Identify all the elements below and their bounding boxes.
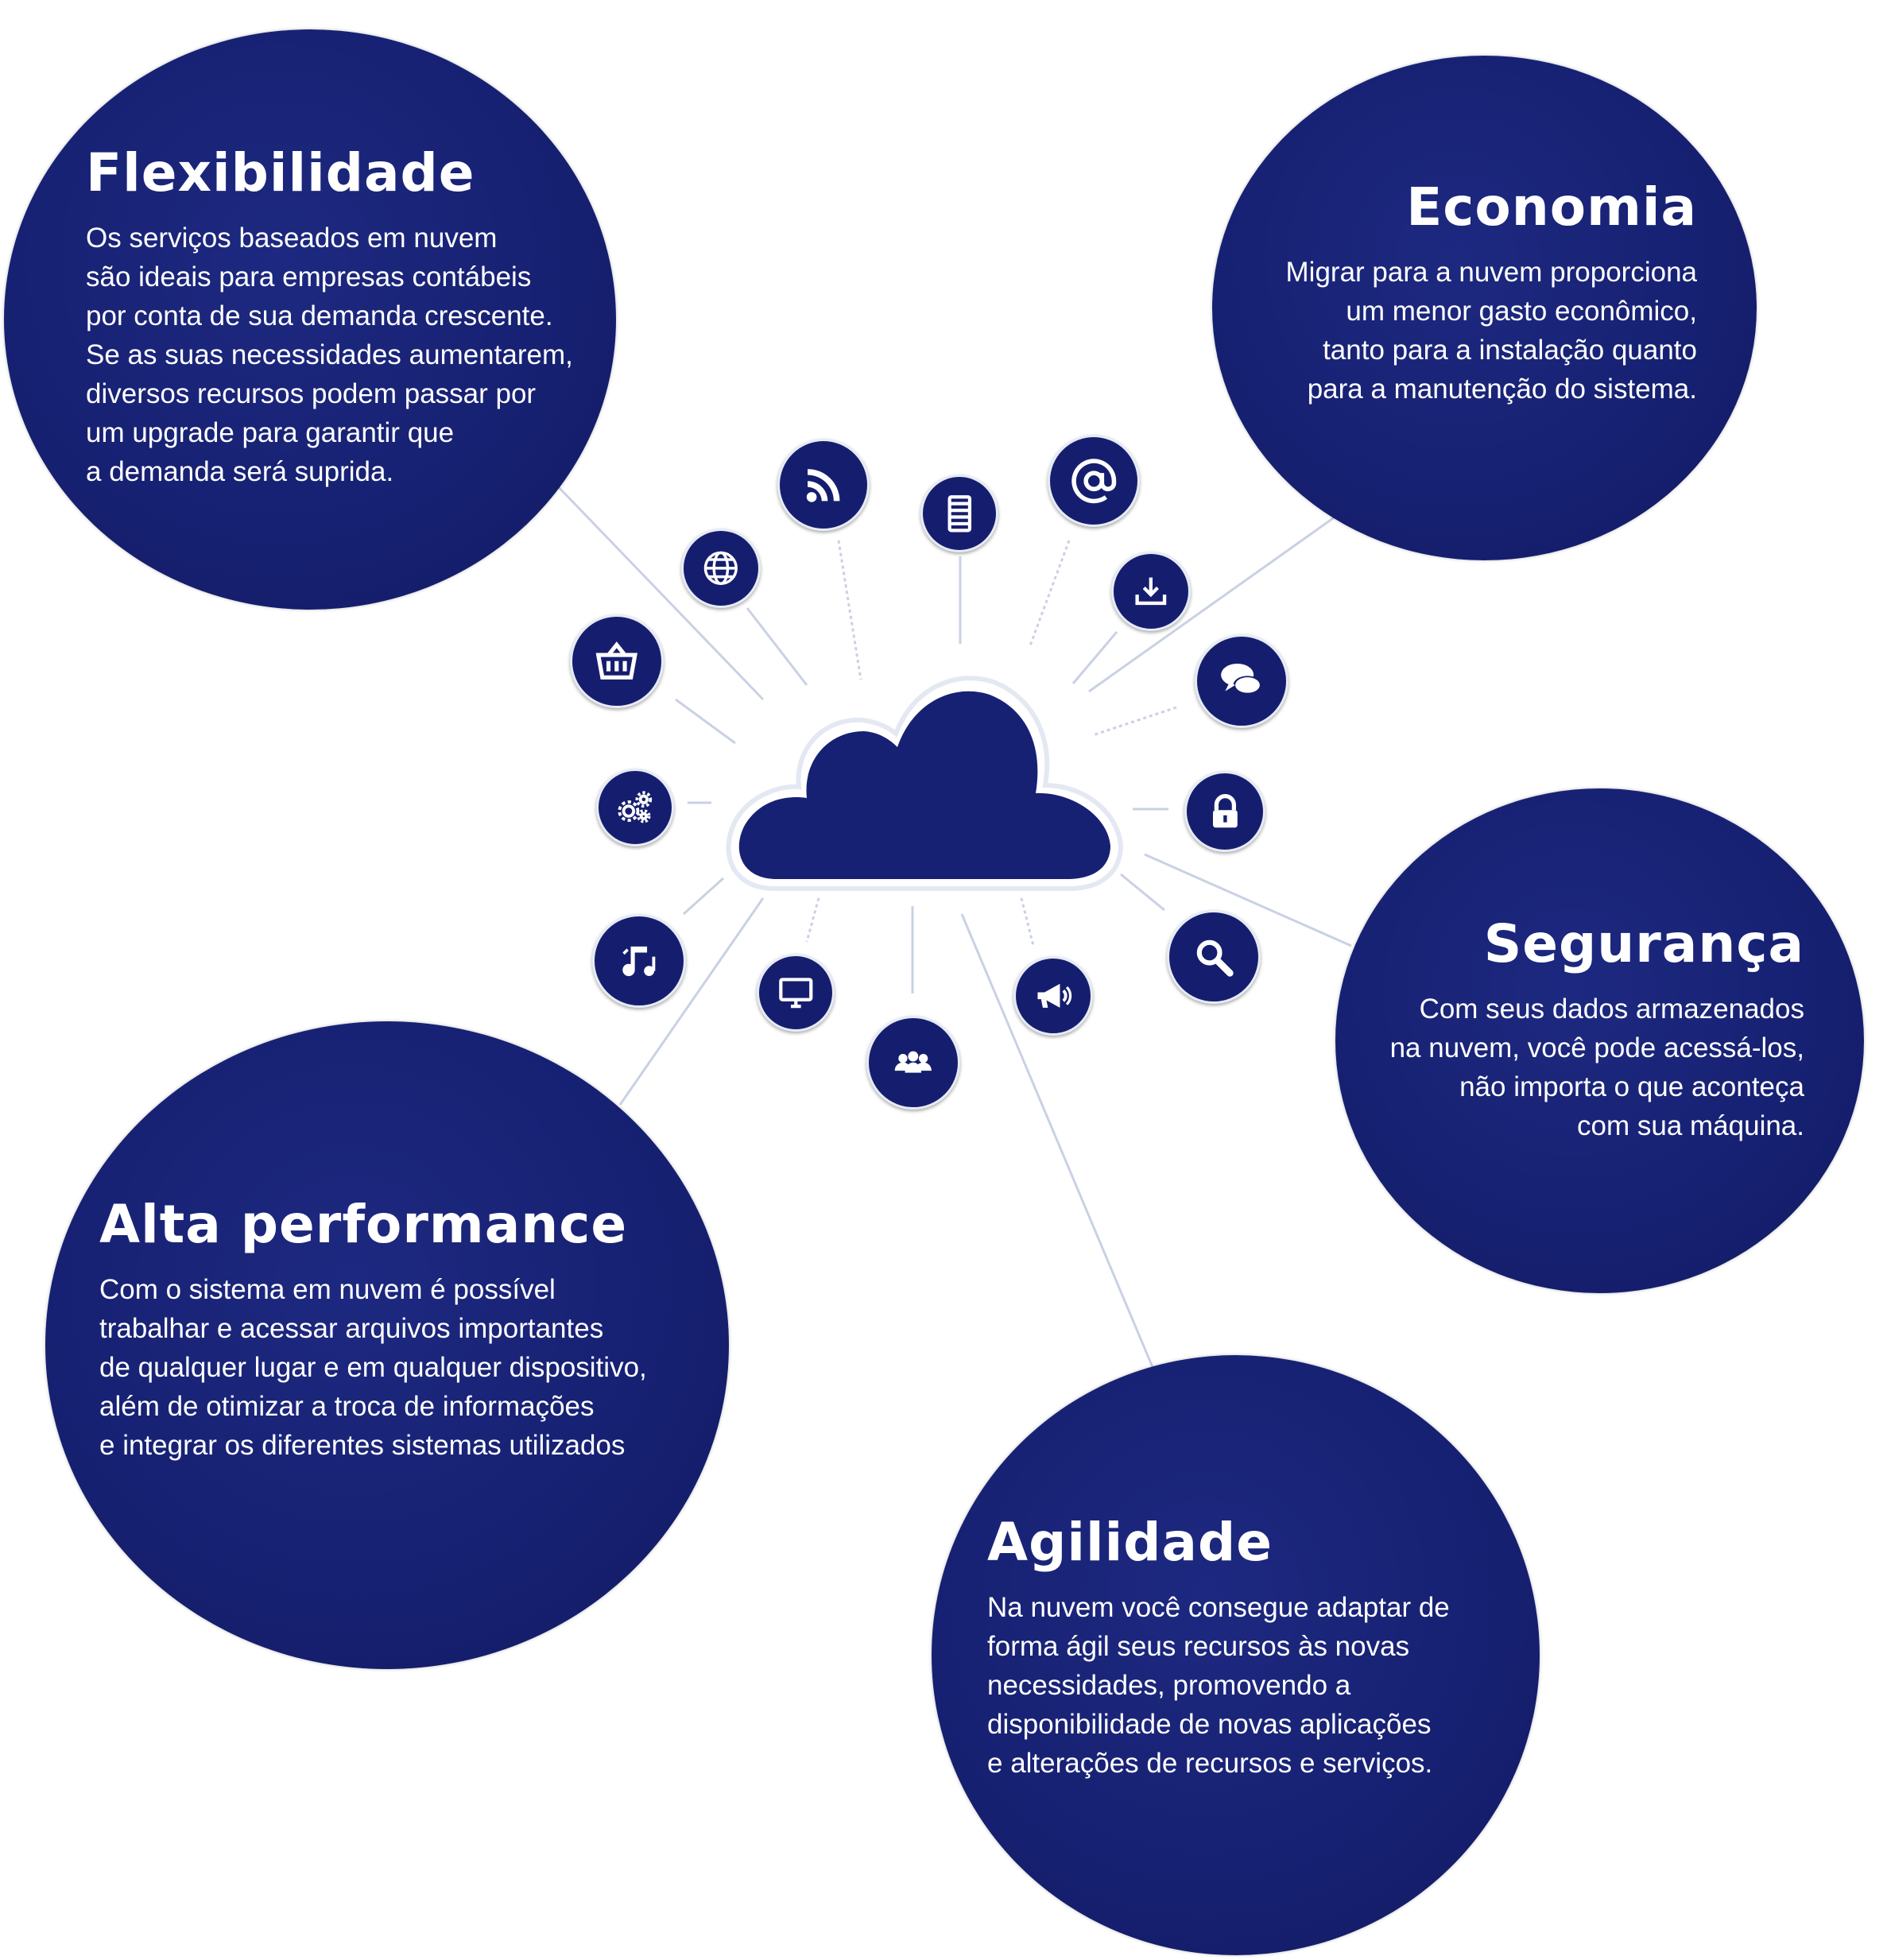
download-icon bbox=[1111, 552, 1191, 631]
benefit-seguranca: Segurança Com seus dados armazenados na … bbox=[1335, 788, 1864, 1293]
megaphone-icon bbox=[1013, 956, 1093, 1036]
basket-icon bbox=[570, 614, 664, 708]
gears-icon bbox=[596, 769, 674, 846]
chat-icon bbox=[1195, 634, 1288, 728]
benefit-agilidade: Agilidade Na nuvem você consegue adaptar… bbox=[932, 1355, 1540, 1955]
agilidade-text: Na nuvem você consegue adaptar de forma … bbox=[987, 1591, 1450, 1779]
cloud-icon bbox=[726, 676, 1124, 891]
seguranca-title: Segurança bbox=[1483, 913, 1804, 974]
music-icon bbox=[592, 914, 686, 1008]
benefit-economia: Economia Migrar para a nuvem proporciona… bbox=[1212, 56, 1757, 560]
economia-title: Economia bbox=[1406, 176, 1697, 238]
globe-icon bbox=[681, 529, 761, 608]
alta-performance-title: Alta performance bbox=[99, 1194, 628, 1255]
monitor-icon bbox=[757, 954, 835, 1032]
rss-icon bbox=[777, 439, 870, 531]
agilidade-title: Agilidade bbox=[987, 1512, 1273, 1573]
economia-text: Migrar para a nuvem proporciona um menor… bbox=[1285, 256, 1697, 405]
alta-performance-text: Com o sistema em nuvem é possível trabal… bbox=[99, 1273, 647, 1461]
lock-icon bbox=[1184, 771, 1265, 852]
benefit-alta-performance: Alta performance Com o sistema em nuvem … bbox=[45, 1021, 729, 1669]
flexibilidade-title: Flexibilidade bbox=[86, 142, 475, 203]
film-icon bbox=[920, 475, 998, 552]
search-icon bbox=[1167, 910, 1261, 1004]
users-icon bbox=[866, 1016, 960, 1110]
seguranca-text: Com seus dados armazenados na nuvem, voc… bbox=[1389, 993, 1804, 1141]
benefit-flexibilidade: Flexibilidade Os serviços baseados em nu… bbox=[4, 29, 616, 610]
at-icon bbox=[1048, 435, 1140, 527]
flexibilidade-text: Os serviços baseados em nuvem são ideais… bbox=[86, 222, 573, 487]
